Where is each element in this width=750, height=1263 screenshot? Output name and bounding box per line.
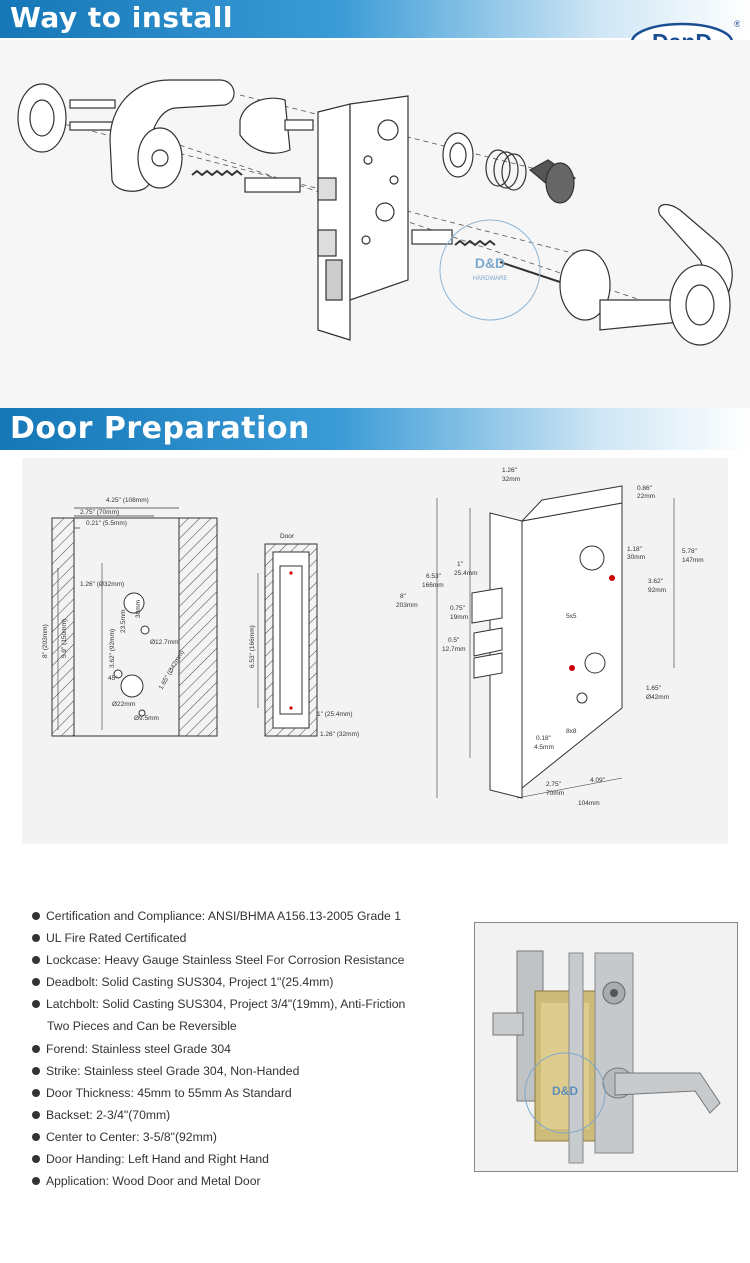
svg-text:6.53": 6.53" [426,573,442,580]
svg-text:0.5": 0.5" [448,637,460,644]
install-banner: Way to install [0,0,750,38]
feature-item: Application: Wood Door and Metal Door [32,1170,452,1192]
lockcase-drawing: 1.26" 32mm 0.86" 22mm 1" 25.4mm 1.18" 30… [396,467,704,807]
svg-text:70mm: 70mm [546,790,564,797]
svg-text:2.75" (70mm): 2.75" (70mm) [80,509,119,516]
svg-text:19mm: 19mm [450,614,468,621]
svg-text:Ø9.5mm: Ø9.5mm [134,715,159,722]
feature-item: Latchbolt: Solid Casting SUS304, Project… [32,993,452,1015]
svg-text:1.18": 1.18" [627,546,643,553]
feature-item: Center to Center: 3-5/8"(92mm) [32,1126,452,1148]
svg-text:D&D: D&D [552,1084,578,1098]
svg-text:30mm: 30mm [627,554,645,561]
svg-text:203mm: 203mm [396,602,418,609]
svg-text:1.26" (32mm): 1.26" (32mm) [320,731,359,738]
svg-text:12.7mm: 12.7mm [442,646,465,653]
prep-banner: Door Preparation [0,408,750,450]
svg-text:2.75": 2.75" [546,781,562,788]
svg-text:92mm: 92mm [648,587,666,594]
svg-text:4.5mm: 4.5mm [534,744,554,751]
prep-diagram: 4.25" (108mm) 2.75" (70mm) 0.21" (5.5mm)… [22,458,728,844]
svg-text:0.75": 0.75" [450,605,466,612]
registered-mark: ® [734,20,740,29]
svg-text:147mm: 147mm [682,557,704,564]
svg-text:Ø22mm: Ø22mm [112,701,135,708]
svg-text:1.65": 1.65" [646,685,662,692]
svg-text:104mm: 104mm [578,800,600,807]
feature-item: Door Handing: Left Hand and Right Hand [32,1148,452,1170]
svg-text:0.21" (5.5mm): 0.21" (5.5mm) [86,520,127,527]
svg-text:6.53" (166mm): 6.53" (166mm) [249,625,256,668]
install-diagram: D&D HARDWARE [0,40,750,408]
feature-item: UL Fire Rated Certificated [32,927,452,949]
svg-text:4.25" (108mm): 4.25" (108mm) [106,497,149,504]
svg-text:1" (25.4mm): 1" (25.4mm) [317,711,353,718]
feature-item: Forend: Stainless steel Grade 304 [32,1038,452,1060]
product-photo: D&D [474,922,738,1172]
svg-text:23.5mm: 23.5mm [120,610,127,633]
feature-item: Certification and Compliance: ANSI/BHMA … [32,905,452,927]
svg-text:32mm: 32mm [502,476,520,483]
feature-item: Strike: Stainless steel Grade 304, Non-H… [32,1060,452,1082]
svg-text:0.18": 0.18" [536,735,552,742]
feature-item: Deadbolt: Solid Casting SUS304, Project … [32,971,452,993]
svg-text:8": 8" [400,593,407,600]
svg-text:HARDWARE: HARDWARE [473,276,508,282]
svg-text:Ø12.7mm: Ø12.7mm [150,639,179,646]
template-drawing: 4.25" (108mm) 2.75" (70mm) 0.21" (5.5mm)… [42,497,218,737]
svg-text:3.62": 3.62" [648,578,664,585]
svg-text:5.78": 5.78" [682,548,698,555]
svg-text:45°: 45° [108,674,118,682]
edge-drawing: Door 6.53" (166mm) 1" (25.4mm) 1.26" (32… [249,533,359,738]
svg-text:0.86": 0.86" [637,485,653,492]
svg-text:30mm: 30mm [135,600,142,618]
svg-text:1": 1" [457,561,464,568]
svg-text:D&D: D&D [475,255,505,271]
svg-text:5x5: 5x5 [566,613,577,620]
svg-text:8x8: 8x8 [566,728,577,735]
prep-banner-title: Door Preparation [10,411,310,446]
feature-item-continuation: Two Pieces and Can be Reversible [47,1019,237,1034]
install-banner-title: Way to install [10,1,233,34]
feature-item: Door Thickness: 45mm to 55mm As Standard [32,1082,452,1104]
svg-text:Ø42mm: Ø42mm [646,694,669,701]
feature-item: Lockcase: Heavy Gauge Stainless Steel Fo… [32,949,452,971]
feature-list: Certification and Compliance: ANSI/BHMA … [32,905,452,1192]
svg-text:166mm: 166mm [422,582,444,589]
svg-text:8" (203mm): 8" (203mm) [42,624,49,658]
feature-item: Backset: 2-3/4"(70mm) [32,1104,452,1126]
svg-text:1.26": 1.26" [502,467,518,474]
svg-text:1.26" (Ø32mm): 1.26" (Ø32mm) [80,581,124,588]
svg-text:Door: Door [280,533,295,540]
svg-text:3.62" (92mm): 3.62" (92mm) [109,629,116,668]
svg-text:4.09": 4.09" [590,777,606,784]
svg-text:25.4mm: 25.4mm [454,570,477,577]
svg-text:5.9" (150mm): 5.9" (150mm) [61,619,68,658]
watermark-install: D&D HARDWARE [439,219,541,321]
svg-text:22mm: 22mm [637,493,655,500]
